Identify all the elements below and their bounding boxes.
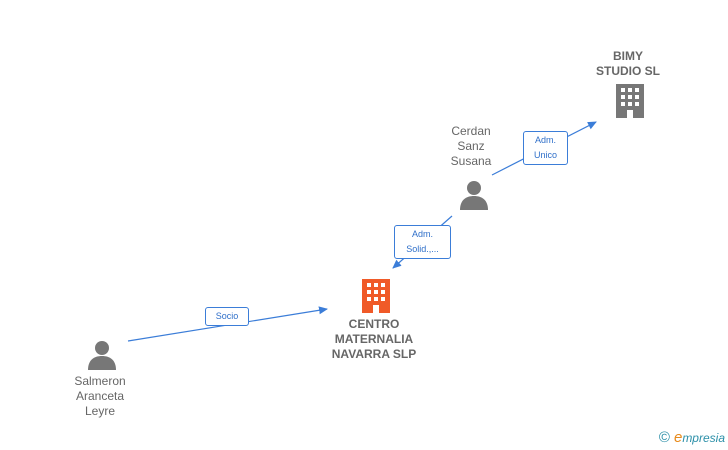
person-icon[interactable]: [86, 340, 118, 370]
node-label: CENTRO MATERNALIA NAVARRA SLP: [331, 317, 417, 361]
person-icon[interactable]: [458, 180, 490, 210]
edge-label-adm-unico[interactable]: Adm. Unico: [523, 131, 568, 165]
node-label: Cerdan Sanz Susana: [450, 124, 492, 168]
building-icon[interactable]: [360, 279, 392, 313]
node-label: BIMY STUDIO SL: [595, 49, 660, 78]
edge-label-adm-solid[interactable]: Adm. Solid.,...: [394, 225, 451, 259]
empresia-watermark: ©empresia: [659, 429, 725, 446]
edge-label-socio[interactable]: Socio: [205, 307, 249, 326]
node-label: Salmeron Aranceta Leyre: [74, 374, 126, 418]
copyright-symbol: ©: [658, 429, 670, 446]
node-salmeron-aranceta-leyre[interactable]: Salmeron Aranceta Leyre: [60, 374, 140, 419]
node-centro-maternalia-navarra[interactable]: CENTRO MATERNALIA NAVARRA SLP: [314, 317, 434, 362]
brand-name: mpresia: [682, 431, 725, 445]
node-bimy-studio[interactable]: BIMY STUDIO SL: [578, 49, 678, 79]
building-icon[interactable]: [614, 84, 646, 118]
brand-initial: e: [673, 429, 683, 446]
node-cerdan-sanz-susana[interactable]: Cerdan Sanz Susana: [431, 124, 511, 169]
